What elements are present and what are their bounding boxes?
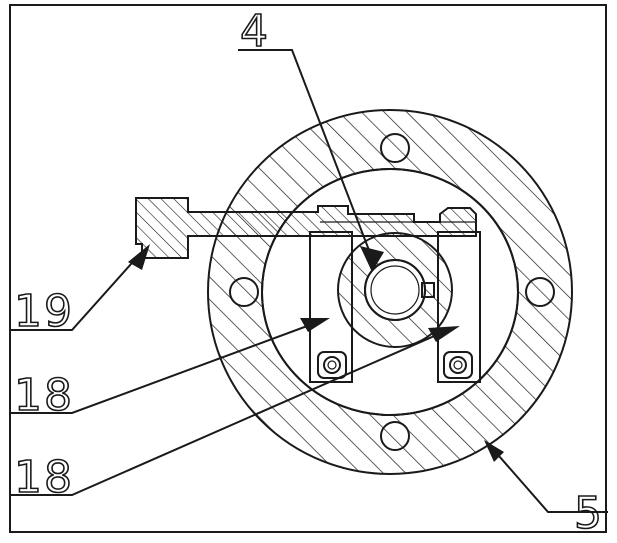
leader-lines — [10, 49, 608, 513]
inner-boss-ring — [261, 168, 519, 416]
bolt-hole-right — [525, 277, 555, 307]
adjusting-rod-part-19 — [135, 197, 477, 259]
label-part-5: 5 — [574, 488, 604, 539]
hub-part-4 — [336, 232, 454, 348]
bolt-hole-top — [380, 133, 410, 163]
bolt-hole-bottom — [380, 421, 410, 451]
label-part-18-lower: 18 — [14, 452, 74, 503]
drawing-frame — [9, 4, 607, 533]
label-part-19: 19 — [14, 286, 74, 337]
label-part-18-upper: 18 — [14, 370, 74, 421]
label-part-4: 4 — [240, 6, 270, 57]
bolt-hole-left — [229, 277, 259, 307]
